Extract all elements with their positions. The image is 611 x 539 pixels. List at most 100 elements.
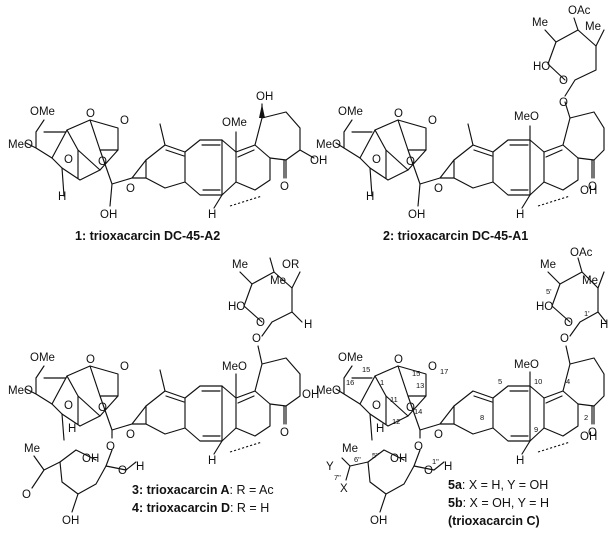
label: HO [228, 301, 245, 313]
label: Me [582, 275, 598, 287]
structure-1-labels: OMe MeO O O O O O H OH OMe OH OH H O [8, 91, 327, 221]
atom-number: 8 [480, 413, 484, 422]
atom-number: 6" [354, 455, 361, 464]
compound-caption: 4: trioxacarcin D: R = H [132, 501, 269, 515]
atom-number: 11 [390, 395, 398, 404]
label: O [120, 115, 129, 127]
label: Me [540, 259, 556, 271]
atom-number: 4 [566, 377, 570, 386]
label: O [64, 154, 73, 166]
label: O [394, 354, 403, 366]
label: OH [100, 209, 117, 221]
label: H [136, 461, 144, 473]
label: O [256, 317, 265, 329]
label: H [516, 455, 524, 467]
structure-1-trioxacarcin-dc45-a2 [25, 103, 315, 209]
label: O [106, 441, 115, 453]
atom-number: 5" [372, 451, 379, 460]
label: Me [232, 259, 248, 271]
label: O [588, 427, 597, 439]
atom-number: 5' [546, 287, 552, 296]
label: O [406, 156, 415, 168]
atom-number: 5 [498, 377, 502, 386]
label: OH [62, 515, 79, 527]
label: O [434, 429, 443, 441]
atom-number: 16 [346, 378, 354, 387]
label: O [126, 429, 135, 441]
label: OR [282, 259, 299, 271]
label: O [406, 402, 415, 414]
atom-number: 10 [534, 377, 542, 386]
label: OH [580, 185, 597, 197]
label: O [414, 441, 423, 453]
label: OH [390, 453, 407, 465]
label: OH [302, 389, 319, 401]
atom-number: 1 [380, 378, 384, 387]
label: OH [408, 209, 425, 221]
atom-number: 15 [362, 365, 370, 374]
label: X [340, 483, 348, 495]
label: Me [24, 443, 40, 455]
label: O [559, 97, 568, 109]
label: O [588, 181, 597, 193]
label: OH [580, 431, 597, 443]
atom-number: 12 [392, 417, 400, 426]
label: OH [82, 453, 99, 465]
label: MeO [8, 139, 33, 151]
label: MeO [514, 359, 539, 371]
atom-number: 14 [414, 407, 422, 416]
compound-caption: 2: trioxacarcin DC-45-A1 [383, 229, 528, 243]
structure-3-labels: OMe MeO O O O O O H MeO O OH H O OR Me M… [8, 259, 319, 527]
label: H [516, 209, 524, 221]
structure-4-labels: OMe MeO O O O O O H MeO O OH H O OAc Me … [316, 247, 608, 527]
compound-caption: 5a: X = H, Y = OH [448, 478, 548, 492]
label: Y [326, 461, 334, 473]
label: MeO [316, 385, 341, 397]
label: HO [533, 61, 550, 73]
label: OAc [570, 247, 593, 259]
label: OMe [338, 106, 363, 118]
compound-caption: 1: trioxacarcin DC-45-A2 [75, 229, 220, 243]
label: OMe [30, 352, 55, 364]
compound-caption: 3: trioxacarcin A: R = Ac [132, 483, 274, 497]
label: O [120, 361, 129, 373]
label: Me [532, 17, 548, 29]
label: O [559, 75, 568, 87]
label: O [64, 400, 73, 412]
label: H [366, 191, 374, 203]
label: OH [310, 155, 327, 167]
label: O [98, 402, 107, 414]
label: OAc [568, 5, 591, 17]
label: MeO [316, 139, 341, 151]
atom-number: 1" [432, 457, 439, 466]
label: O [372, 154, 381, 166]
label: H [68, 423, 76, 435]
label: O [98, 156, 107, 168]
structure-2-labels: OMe MeO O O O O O H OH MeO O OH H O Me O… [316, 5, 601, 221]
label: H [444, 461, 452, 473]
label: O [428, 361, 437, 373]
label: OMe [30, 106, 55, 118]
label: Me [342, 443, 358, 455]
label: H [208, 455, 216, 467]
label: OH [256, 91, 273, 103]
label: OH [370, 515, 387, 527]
label: O [86, 354, 95, 366]
label: O [280, 181, 289, 193]
structure-3-trioxacarcin-a-d [25, 257, 303, 513]
atom-number: 17 [440, 367, 448, 376]
atom-number: 2 [584, 413, 588, 422]
label: Me [585, 21, 601, 33]
label: O [86, 108, 95, 120]
label: O [428, 115, 437, 127]
label: O [372, 400, 381, 412]
label: O [252, 333, 261, 345]
structure-4-trioxacarcin-c [335, 257, 607, 513]
label: O [560, 333, 569, 345]
label: O [424, 465, 433, 477]
label: Me [270, 275, 286, 287]
label: O [126, 183, 135, 195]
label: H [376, 423, 384, 435]
atom-number: 7" [334, 473, 341, 482]
label: O [118, 465, 127, 477]
